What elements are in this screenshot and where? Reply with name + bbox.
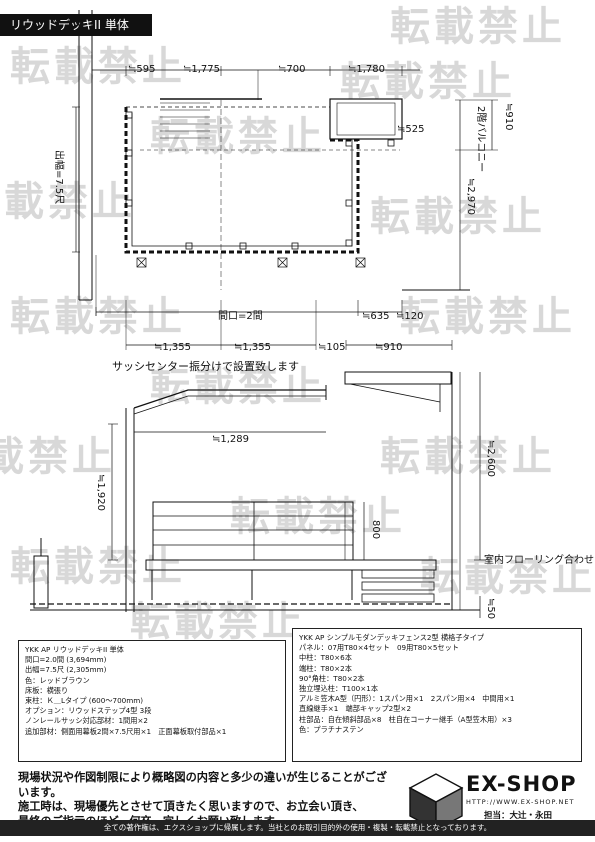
spec-line: 独立埋込柱：T100×1本 bbox=[299, 684, 379, 694]
depth-label: 出幅=7.5尺 bbox=[53, 150, 66, 204]
watermark: 転載禁止 転載禁止 転載禁止 転載禁止 転載禁止 転載禁止 転載禁止 転載禁止 … bbox=[0, 4, 595, 645]
spec-line: オプション：リウッドステップ4型 3段 bbox=[25, 706, 152, 716]
balcony-label: 2階バルコニー bbox=[475, 106, 487, 172]
watermark-text: 転載禁止 bbox=[420, 554, 595, 600]
copyright-footer: 全ての著作権は、エクスショップに帰属します。当社とのお取引目的外の使用・複製・転… bbox=[0, 820, 595, 836]
logo-name: EX-SHOP bbox=[466, 772, 577, 796]
dim-120: ≒120 bbox=[396, 311, 423, 322]
dim-525: ≒525 bbox=[397, 124, 424, 135]
spec-line: 端柱：T80×2本 bbox=[299, 663, 352, 673]
dim-1355-a: ≒1,355 bbox=[154, 342, 191, 353]
floor-level-label: 室内フローリング合わせ bbox=[484, 553, 594, 566]
spec-line: アルミ笠木A型（円形）：1スパン用×1 2スパン用×4 中間用×1 bbox=[299, 694, 515, 704]
dim-1289: ≒1,289 bbox=[212, 434, 249, 445]
dim-2600: ≒2,600 bbox=[485, 440, 496, 477]
fence-spec-box: YKK AP シンプルモダンデッキフェンス2型 横格子タイプ パネル：07用T8… bbox=[292, 628, 582, 762]
spec-line: パネル：07用T80×4セット 09用T80×5セット bbox=[299, 643, 459, 653]
watermark-text: 転載禁止 bbox=[10, 544, 186, 590]
spec-line: 間口=2.0間 (3,694mm) bbox=[25, 655, 107, 665]
dim-2970: ≒2,970 bbox=[465, 178, 476, 215]
dim-105: ≒105 bbox=[318, 342, 345, 353]
spec-line: YKK AP リウッドデッキII 単体 bbox=[25, 645, 124, 654]
dim-635: ≒635 bbox=[362, 311, 389, 322]
sash-note: サッシセンター振分けで設置致します bbox=[112, 359, 299, 373]
spec-line: 直線継手×1 端部キャップ2型×2 bbox=[299, 704, 412, 714]
spec-line: 中柱：T80×6本 bbox=[299, 653, 352, 663]
notice-line: 施工時は、現場優先とさせて頂きたく思いますので、お立会い頂き、 bbox=[18, 800, 364, 814]
watermark-text: 転載禁止 bbox=[340, 59, 516, 105]
spec-line: 追加部材：側面用幕板2間×7.5尺用×1 正面幕板取付部品×1 bbox=[25, 726, 227, 736]
spec-line: 束柱：Ｋ＿Lタイプ (600～700mm) bbox=[25, 696, 144, 706]
width-label: 間口=2間 bbox=[218, 310, 263, 322]
dim-1775: ≒1,775 bbox=[183, 64, 220, 75]
spec-line: 90°角柱：T80×2本 bbox=[299, 673, 365, 683]
logo-url: HTTP://WWW.EX-SHOP.NET bbox=[466, 798, 575, 806]
dim-50: ≒50 bbox=[485, 598, 496, 619]
spec-line: 床板：横張り bbox=[25, 685, 69, 695]
dim-595: ≒595 bbox=[128, 64, 155, 75]
spec-line: 柱部品：自在傾斜部品×8 柱自在コーナー継手（A型笠木用）×3 bbox=[299, 714, 512, 724]
deck-spec-box: YKK AP リウッドデッキII 単体 間口=2.0間 (3,694mm) 出幅… bbox=[18, 640, 286, 762]
watermark-text: 転載禁止 bbox=[10, 294, 186, 340]
staff-label: 担当：大辻・永田 bbox=[484, 811, 553, 821]
dim-800: 800 bbox=[370, 520, 381, 539]
watermark-text: 転載禁止 bbox=[130, 599, 306, 645]
dim-910-b: ≒910 bbox=[375, 342, 402, 353]
dim-1355-b: ≒1,355 bbox=[234, 342, 271, 353]
cube-logo-icon bbox=[408, 773, 464, 832]
spec-line: ノンレールサッシ対応部材：1間用×2 bbox=[25, 716, 148, 726]
spec-line: 色：プラチナステン bbox=[299, 724, 364, 734]
watermark-text: 転載禁止 bbox=[0, 179, 136, 225]
watermark-text: 転載禁止 bbox=[370, 194, 546, 240]
watermark-text: 転載禁止 bbox=[380, 434, 556, 480]
dim-910: ≒910 bbox=[503, 103, 514, 130]
page-title: リウッドデッキII 単体 bbox=[0, 14, 152, 36]
dim-1920: ≒1,920 bbox=[95, 474, 106, 511]
spec-line: YKK AP シンプルモダンデッキフェンス2型 横格子タイプ bbox=[299, 633, 485, 642]
notice-line: 現場状況や作図制限により概略図の内容と多少の違いが生じることがございます。 bbox=[18, 771, 387, 799]
watermark-text: 転載禁止 bbox=[10, 44, 186, 90]
plan-view bbox=[72, 10, 498, 350]
dim-700: ≒700 bbox=[278, 64, 305, 75]
watermark-text: 転載禁止 bbox=[0, 434, 116, 480]
watermark-text: 転載禁止 bbox=[390, 4, 566, 50]
spec-line: 色：レッドブラウン bbox=[25, 675, 90, 685]
spec-line: 出幅=7.5尺 (2,305mm) bbox=[25, 665, 107, 675]
watermark-text: 転載禁止 bbox=[150, 364, 326, 410]
dim-1780: ≒1,780 bbox=[348, 64, 385, 75]
elevation-view bbox=[30, 371, 486, 618]
watermark-text: 転載禁止 bbox=[400, 294, 576, 340]
watermark-text: 転載禁止 bbox=[150, 114, 326, 160]
